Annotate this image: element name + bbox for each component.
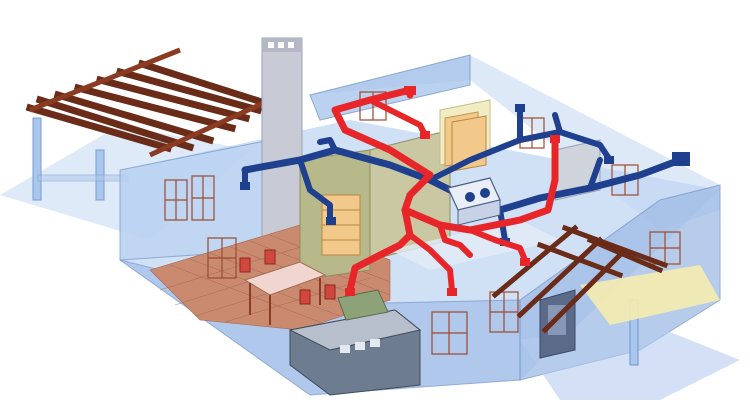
interior-white-floor xyxy=(390,220,560,270)
window-front-2 xyxy=(489,291,519,333)
window-front-1 xyxy=(431,311,468,355)
range-hood xyxy=(337,289,389,321)
window-left-wall-2 xyxy=(191,175,215,221)
window-left-wall-1 xyxy=(164,179,188,221)
kitchen-counter xyxy=(288,309,422,396)
pergola-beams xyxy=(25,59,273,153)
dining-table xyxy=(243,261,327,325)
roof-truss xyxy=(491,224,669,334)
heat-recovery-unit xyxy=(447,177,501,226)
pergola-rafters xyxy=(29,47,272,158)
exhaust-vent-box xyxy=(672,152,690,166)
dining-chairs xyxy=(239,249,336,305)
window-left-wall-3 xyxy=(207,237,237,279)
supply-duct-mid-branch xyxy=(437,222,528,263)
supply-duct-floor-branch xyxy=(407,232,455,293)
supply-duct-down-branch xyxy=(346,206,414,294)
upper-floor-back-wall xyxy=(310,55,720,230)
extract-duct-chimney-run xyxy=(317,137,338,153)
supply-terminals xyxy=(345,86,560,296)
bedroom-cream-floor xyxy=(580,265,720,325)
extract-duct-upper-branch xyxy=(427,129,613,183)
extract-duct-riser xyxy=(517,107,563,143)
chimney xyxy=(261,37,303,239)
